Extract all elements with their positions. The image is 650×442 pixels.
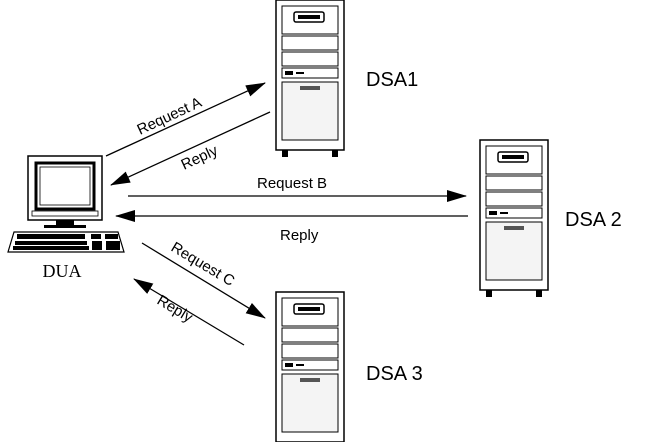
reply-a-arrow bbox=[110, 111, 271, 186]
reply-b-label: Reply bbox=[280, 227, 319, 244]
tower-server-icon bbox=[479, 139, 549, 298]
dsa3-server: DSA 3 bbox=[275, 291, 423, 442]
dua-computer: DUA bbox=[7, 155, 125, 281]
dsa1-server: DSA1 bbox=[275, 0, 418, 158]
request-b-label: Request B bbox=[257, 175, 327, 192]
computer-terminal-icon bbox=[7, 155, 125, 253]
tower-server-icon bbox=[275, 291, 345, 442]
dsa1-label: DSA1 bbox=[366, 69, 418, 91]
reply-a-label: Reply bbox=[179, 142, 221, 174]
dua-label: DUA bbox=[43, 261, 82, 281]
dsa2-label: DSA 2 bbox=[565, 209, 622, 231]
request-c-arrow bbox=[141, 242, 266, 319]
dsa2-server: DSA 2 bbox=[479, 139, 622, 298]
reply-c-label: Reply bbox=[154, 292, 196, 327]
dsa3-label: DSA 3 bbox=[366, 363, 423, 385]
request-a-arrow bbox=[105, 82, 266, 157]
tower-server-icon bbox=[275, 0, 345, 158]
reply-c-arrow bbox=[133, 278, 245, 346]
